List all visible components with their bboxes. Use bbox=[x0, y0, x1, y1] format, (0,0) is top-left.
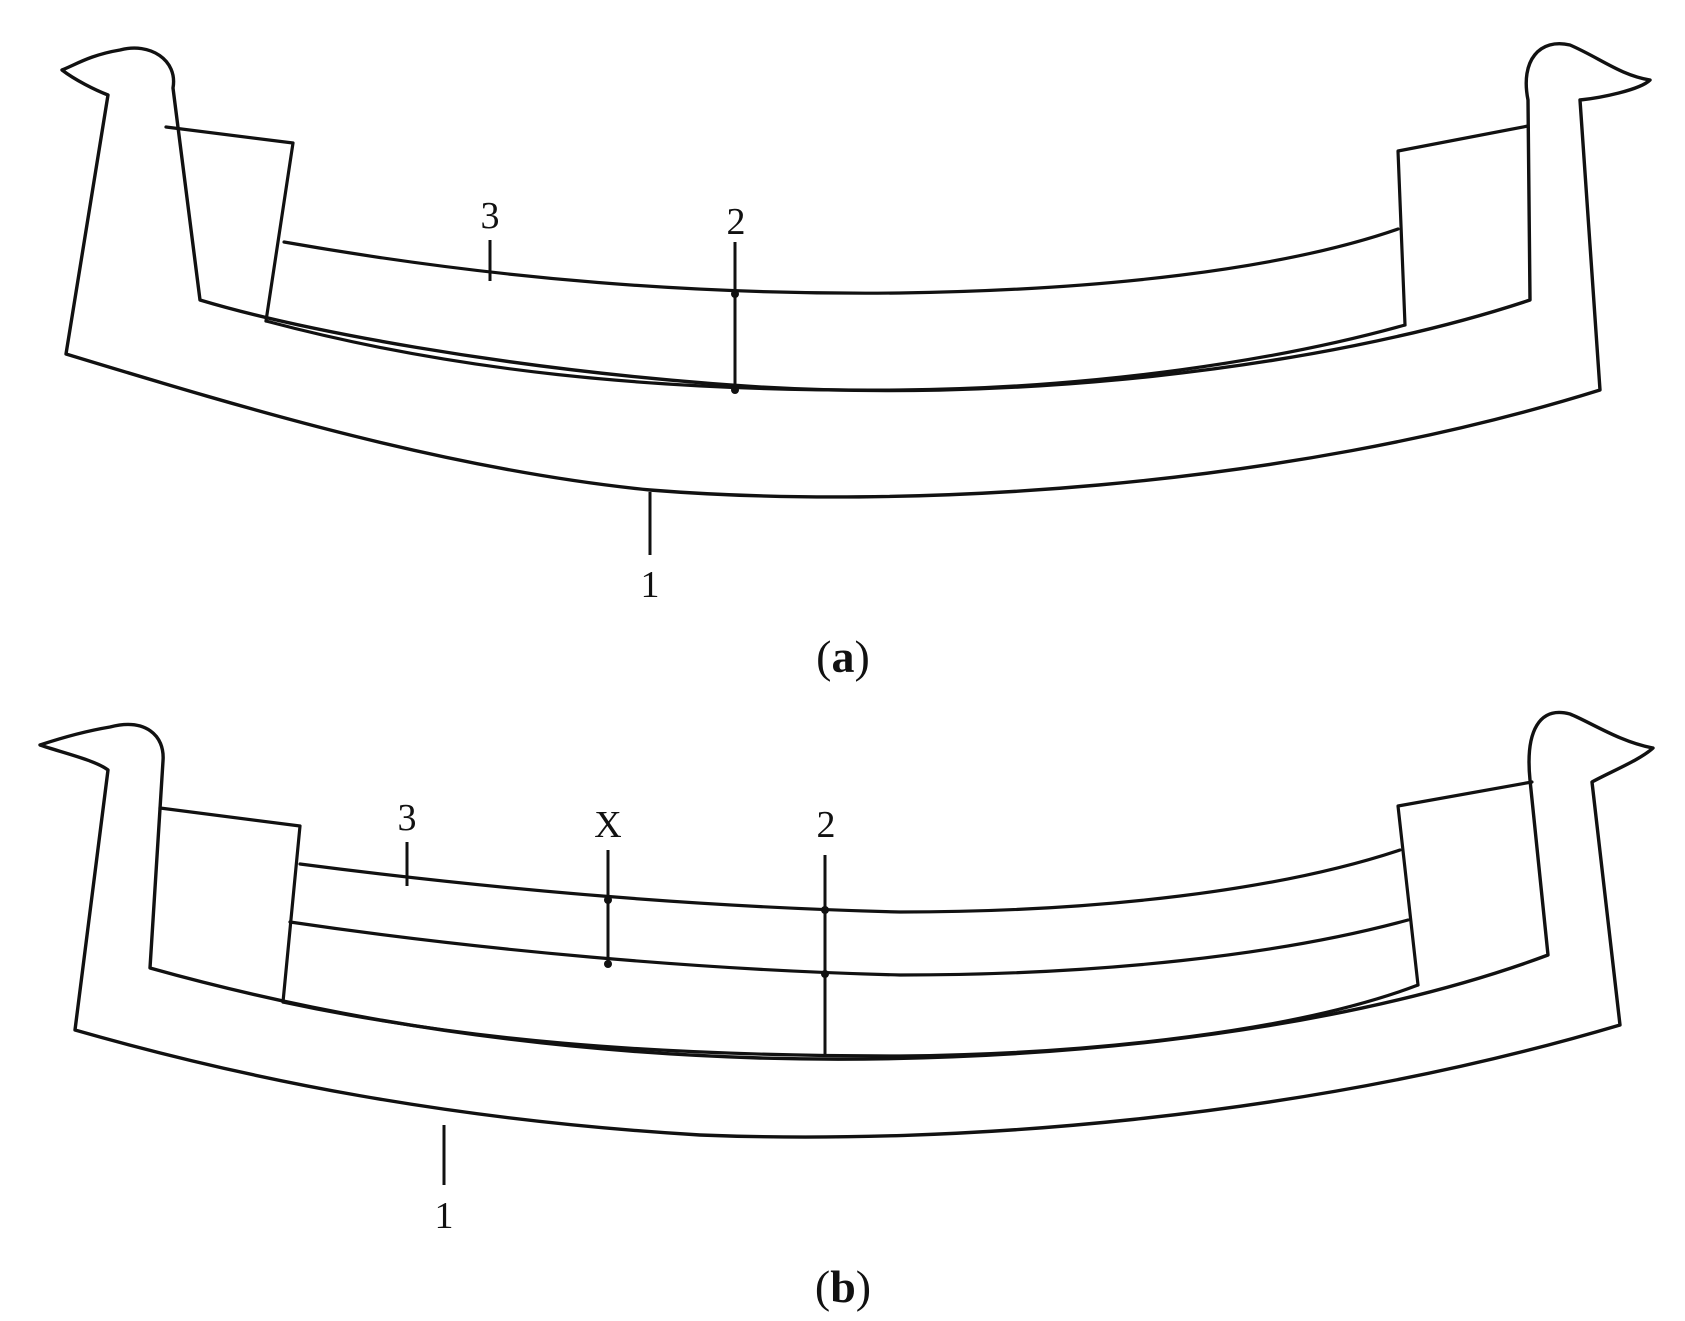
deck-line-top-b bbox=[298, 848, 1402, 914]
left-block-a bbox=[164, 125, 295, 323]
label-1-a: 1 bbox=[641, 564, 660, 606]
deck-line-mid-b bbox=[288, 918, 1410, 977]
label-x-b: X bbox=[594, 804, 621, 846]
label-2-b: 2 bbox=[817, 804, 836, 846]
junction-dot-2-a bbox=[731, 290, 739, 298]
floor-line-a bbox=[264, 319, 1407, 392]
label-3-b: 3 bbox=[398, 797, 417, 839]
label-3-a: 3 bbox=[481, 195, 500, 237]
floor-line-b bbox=[281, 983, 1420, 1058]
label-1-b: 1 bbox=[435, 1195, 454, 1237]
junction-dot-2-top-b bbox=[821, 906, 829, 914]
caption-b: (b) bbox=[815, 1261, 871, 1312]
panel-b: 3 X 2 1 (b) bbox=[38, 710, 1655, 1312]
vessel-outline-a bbox=[60, 42, 1652, 499]
left-block-b bbox=[158, 806, 302, 1004]
panel-a: 3 2 1 (a) bbox=[60, 42, 1652, 682]
junction-dot-2-mid-b bbox=[821, 970, 829, 978]
junction-dot-x-top-b bbox=[604, 896, 612, 904]
label-2-a: 2 bbox=[727, 201, 746, 243]
junction-dot-2b-a bbox=[731, 386, 739, 394]
caption-a: (a) bbox=[816, 631, 870, 682]
deck-line-a bbox=[282, 227, 1400, 295]
right-block-a bbox=[1396, 124, 1530, 327]
right-block-b bbox=[1396, 780, 1534, 987]
junction-dot-x-mid-b bbox=[604, 960, 612, 968]
